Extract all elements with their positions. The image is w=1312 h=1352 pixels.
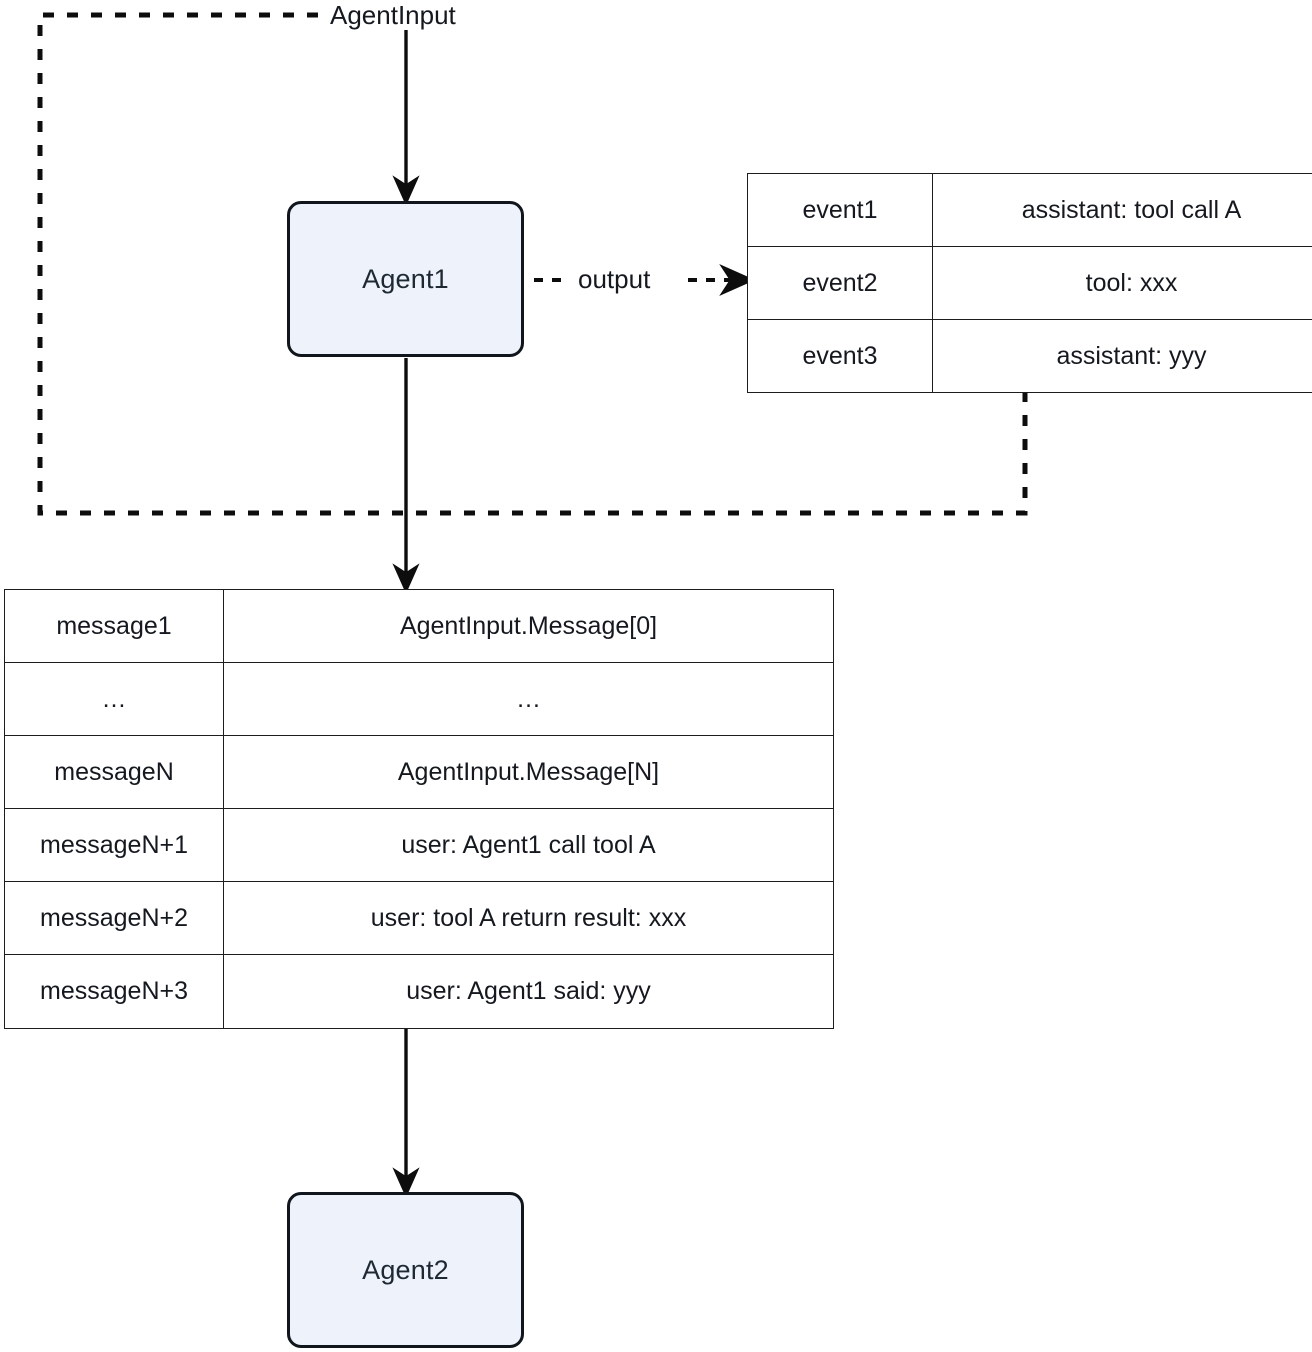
message-table-row-key: messageN+2 [4,881,224,956]
message-table-row-value: AgentInput.Message[N] [223,735,834,810]
node-agent2-label: Agent2 [362,1254,449,1285]
message-table-row-value: user: Agent1 said: yyy [223,954,834,1029]
message-table-row-key: message1 [4,588,224,664]
message-table-row: …… [4,662,834,737]
node-agent2[interactable]: Agent2 [287,1192,524,1348]
node-agent1[interactable]: Agent1 [287,201,524,357]
message-table-row-value: user: Agent1 call tool A [223,808,834,883]
message-table-row-value: user: tool A return result: xxx [223,881,834,956]
node-agent1-label: Agent1 [362,263,449,294]
message-table-row-key: messageN [4,735,224,810]
edge-label-agent-input: AgentInput [330,0,456,30]
event-table-row-key: event2 [747,246,933,320]
message-table-row-value: … [223,662,834,737]
message-table-row-key: … [4,662,224,737]
message-table-row-value: AgentInput.Message[0] [223,588,834,664]
event-table-row-key: event3 [747,319,933,393]
message-table-row-key: messageN+3 [4,954,224,1029]
message-table-row-key: messageN+1 [4,808,224,883]
edge-label-output: output [578,264,651,294]
event-table-row-value: tool: xxx [932,246,1312,320]
event-table-row-key: event1 [747,173,933,247]
event-table-row-value: assistant: yyy [932,319,1312,393]
event-table-row-value: assistant: tool call A [932,173,1312,247]
